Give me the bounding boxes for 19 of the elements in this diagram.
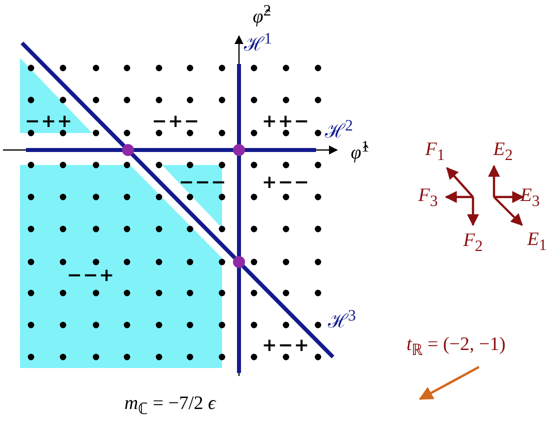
- hyperplane-label: ℋ$^{3}$: [328, 308, 356, 332]
- vector-label: E$_{1}$: [527, 230, 547, 254]
- vector-label: F$_{2}$: [463, 231, 483, 255]
- sign-label: −++: [24, 113, 74, 131]
- equation: t$_{ℝ}$ = (−2, −1): [406, 335, 506, 359]
- equation: m$_{ℂ}$ = −7/2 ϵ: [124, 394, 216, 418]
- sign-label: −+−: [152, 113, 200, 131]
- sign-label: −−−: [178, 174, 228, 192]
- vector-label: E$_{3}$: [520, 186, 540, 210]
- sign-label: ++−: [262, 113, 310, 131]
- vector-label: F$_{1}$: [425, 140, 445, 164]
- sign-label: +−−: [262, 174, 310, 192]
- vector-label: F$_{3}$: [418, 186, 438, 210]
- axis-label: φ̂$^{2}$: [252, 3, 272, 27]
- sign-label: +−+: [262, 337, 310, 355]
- vector-label: E$_{2}$: [493, 140, 513, 164]
- sign-label: −−+: [66, 267, 116, 285]
- hyperplane-label: ℋ$^{2}$: [325, 118, 353, 142]
- hyperplane-label: ℋ$^{1}$: [244, 31, 272, 55]
